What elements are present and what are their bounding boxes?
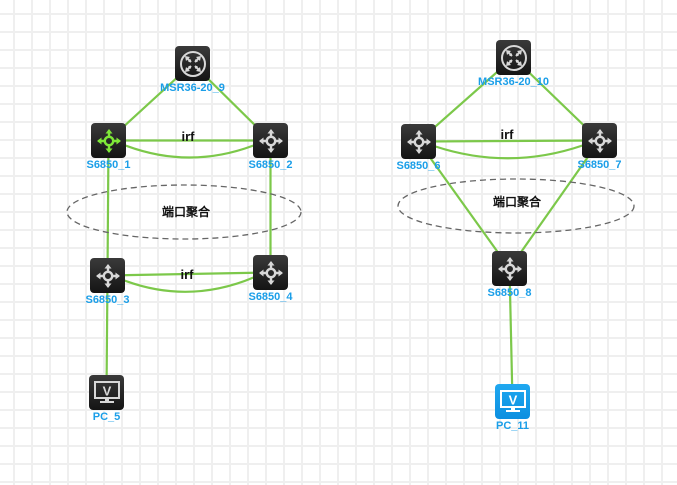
switch-icon — [497, 256, 522, 281]
node-label: S6850_3 — [85, 294, 130, 306]
switch-icon — [258, 128, 283, 153]
node-s6850-4[interactable]: S6850_4 — [248, 255, 293, 303]
port-aggregation-label-left: 端口聚合 — [162, 204, 211, 219]
node-label: MSR36-20_9 — [160, 82, 225, 94]
svg-text:V: V — [508, 392, 517, 407]
device-icon-box[interactable] — [175, 46, 210, 81]
link-s1-s2-curved[interactable] — [125, 144, 254, 159]
device-icon-box[interactable] — [496, 40, 531, 75]
link-s3-pc5[interactable] — [105, 275, 109, 393]
node-msr36-20-10[interactable]: MSR36-20_10 — [478, 40, 549, 88]
link-s3-s4[interactable] — [107, 271, 271, 277]
node-s6850-2[interactable]: S6850_2 — [248, 123, 293, 171]
node-s6850-3[interactable]: S6850_3 — [85, 258, 130, 306]
node-label: S6850_2 — [248, 159, 293, 171]
link-s6-s7[interactable] — [418, 139, 600, 143]
device-icon-box[interactable] — [582, 123, 617, 158]
link-s3-s4-curved[interactable] — [124, 276, 254, 293]
device-icon-box[interactable] — [401, 124, 436, 159]
switch-icon — [258, 260, 283, 285]
port-aggregation-ellipse-right[interactable] — [397, 178, 635, 234]
link-s8-pc11[interactable] — [508, 268, 514, 402]
svg-text:V: V — [102, 383, 111, 398]
irf-label-bottom-left: irf — [181, 267, 195, 282]
device-icon-box[interactable] — [90, 258, 125, 293]
node-s6850-8[interactable]: S6850_8 — [487, 251, 532, 299]
router-icon — [500, 44, 527, 71]
node-label: S6850_7 — [577, 159, 622, 171]
link-s6-s7-curved[interactable] — [435, 144, 583, 160]
link-s7-s8[interactable] — [508, 139, 601, 270]
node-label: MSR36-20_10 — [478, 76, 549, 88]
router-icon — [179, 50, 206, 77]
device-icon-box[interactable] — [492, 251, 527, 286]
switch-icon — [406, 129, 431, 154]
link-s1-s3[interactable] — [106, 140, 110, 276]
switch-icon — [587, 128, 612, 153]
pc-icon: V — [93, 380, 120, 403]
node-s6850-6[interactable]: S6850_6 — [396, 124, 441, 172]
device-icon-box[interactable]: V — [89, 375, 124, 410]
device-icon-box[interactable] — [253, 123, 288, 158]
device-icon-box[interactable] — [253, 255, 288, 290]
node-label: S6850_1 — [86, 159, 131, 171]
irf-label-top-left: irf — [182, 129, 196, 144]
links-layer — [105, 56, 601, 402]
node-msr36-20-9[interactable]: MSR36-20_9 — [160, 46, 225, 94]
irf-label-top-right: irf — [501, 127, 515, 142]
node-label: S6850_6 — [396, 160, 441, 172]
node-label: S6850_4 — [248, 291, 293, 303]
node-s6850-1[interactable]: S6850_1 — [86, 123, 131, 171]
pc-icon: V — [499, 389, 526, 412]
node-label: PC_5 — [92, 411, 121, 423]
node-label: S6850_8 — [487, 287, 532, 299]
node-pc-5[interactable]: V PC_5 — [89, 375, 124, 423]
switch-icon — [95, 263, 120, 288]
device-icon-box[interactable] — [91, 123, 126, 158]
link-s6-s8[interactable] — [417, 140, 511, 270]
node-pc-11[interactable]: V PC_11 — [495, 384, 530, 432]
node-s6850-7[interactable]: S6850_7 — [577, 123, 622, 171]
device-icon-box[interactable]: V — [495, 384, 530, 419]
switch-icon — [96, 128, 121, 153]
port-aggregation-label-right: 端口聚合 — [493, 194, 542, 209]
node-label: PC_11 — [495, 420, 530, 432]
annotations-layer: 端口聚合 端口聚合 irf irf irf — [66, 127, 635, 282]
port-aggregation-ellipse-left[interactable] — [66, 184, 302, 240]
